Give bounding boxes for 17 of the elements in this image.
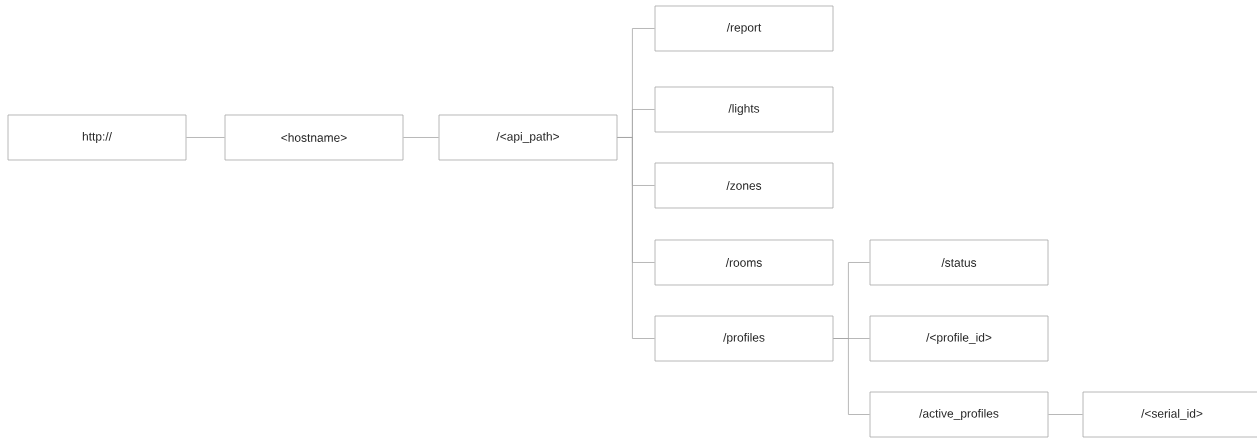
connector-line (1048, 414, 1083, 415)
connector-line (617, 137, 655, 339)
path-box: /lights (654, 86, 834, 133)
path-box: /rooms (654, 239, 834, 286)
path-box: http:// (7, 114, 187, 161)
path-box: /<api_path> (438, 114, 618, 161)
path-box: /zones (654, 162, 834, 209)
path-box: <hostname> (224, 114, 404, 161)
connector-line (833, 338, 870, 415)
path-box: /active_profiles (869, 391, 1049, 438)
path-box: /profiles (654, 315, 834, 362)
path-box: /<profile_id> (869, 315, 1049, 362)
path-box: /report (654, 5, 834, 52)
path-box: /<serial_id> (1082, 391, 1257, 438)
connector-line (403, 137, 439, 138)
path-box: /status (869, 239, 1049, 286)
connector-line (186, 137, 225, 138)
